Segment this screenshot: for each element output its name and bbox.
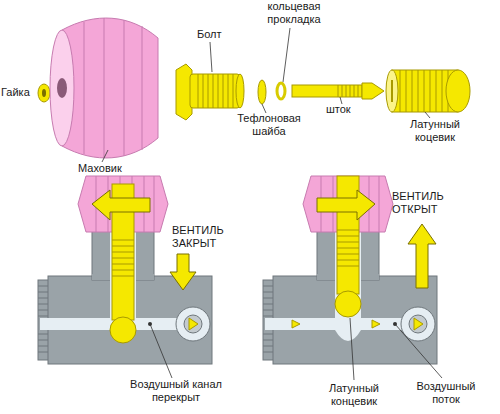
brass-end-threads xyxy=(400,70,448,112)
stem-tip xyxy=(362,83,384,99)
part-label: Воздушный поток xyxy=(406,380,486,406)
part-label: Тефлоновая шайба xyxy=(232,112,306,138)
brass-end-face xyxy=(386,70,398,112)
handwheel-face xyxy=(50,30,74,146)
teflon-washer xyxy=(258,80,266,104)
o-ring xyxy=(277,83,285,99)
part-label: Гайка xyxy=(1,86,39,99)
valve-stem xyxy=(337,176,359,294)
part-label: Маховик xyxy=(78,162,138,175)
handwheel-hole xyxy=(57,78,67,98)
turn-arrow xyxy=(317,190,375,220)
part-label: Болт xyxy=(197,28,237,41)
stem-threads xyxy=(337,230,359,266)
flow-arrow xyxy=(372,320,380,328)
part-label: кольцевая прокладка xyxy=(258,0,330,26)
stem-threads xyxy=(112,240,134,276)
part-label: Воздушный канал перекрыт xyxy=(128,378,224,404)
brass-end-cap xyxy=(446,70,470,112)
bolt-threads xyxy=(198,74,233,108)
part-label: Латунный концевик xyxy=(314,382,394,408)
part-label: шток xyxy=(326,103,366,116)
part-label: Латунный коцевик xyxy=(398,118,472,144)
channel-dip xyxy=(335,330,361,341)
flow-arrow xyxy=(292,320,300,328)
stem xyxy=(292,85,362,97)
valve-section-closed xyxy=(38,176,212,364)
bolt-body xyxy=(190,74,240,108)
part-label: ВЕНТИЛЬ ЗАКРЫТ xyxy=(172,224,234,250)
brass-ball-tip xyxy=(110,317,136,343)
part-label: ВЕНТИЛЬ ОТКРЫТ xyxy=(392,190,456,216)
brass-end-slot xyxy=(391,80,393,102)
handwheel-ridges xyxy=(84,18,142,158)
handwheel xyxy=(62,18,158,158)
down-arrow xyxy=(170,254,196,290)
up-arrow xyxy=(408,224,436,288)
nut xyxy=(38,84,50,102)
leader-lines xyxy=(350,318,442,380)
stem-threads xyxy=(338,85,358,97)
leader-lines xyxy=(102,28,430,162)
brass-ball-tip xyxy=(335,291,361,317)
leader-line xyxy=(150,324,172,378)
nut-hole xyxy=(42,89,46,97)
bolt-end xyxy=(236,74,244,108)
turn-arrow xyxy=(92,190,150,220)
